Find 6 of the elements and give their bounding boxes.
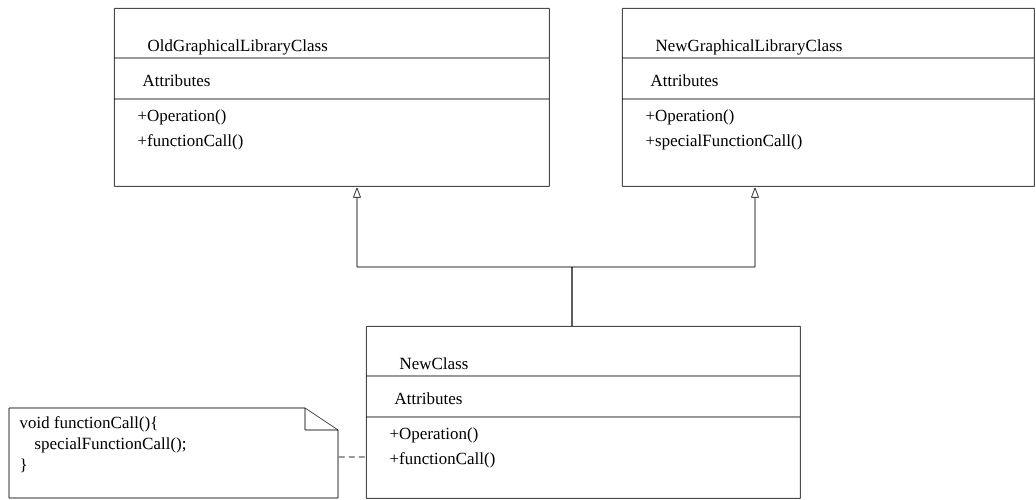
- note-box: void functionCall(){ specialFunctionCall(); }: [8, 407, 339, 499]
- note-connector: [338, 456, 367, 458]
- class-box: NewGraphicalLibraryClass Attributes +Operation() +specialFunctionCall(): [621, 8, 1035, 187]
- class-box: NewClass Attributes +Operation() +functionCall(): [365, 326, 801, 499]
- generalization-arrow: [571, 187, 759, 327]
- class-box: OldGraphicalLibraryClass Attributes +Operation() +functionCall(): [113, 8, 550, 187]
